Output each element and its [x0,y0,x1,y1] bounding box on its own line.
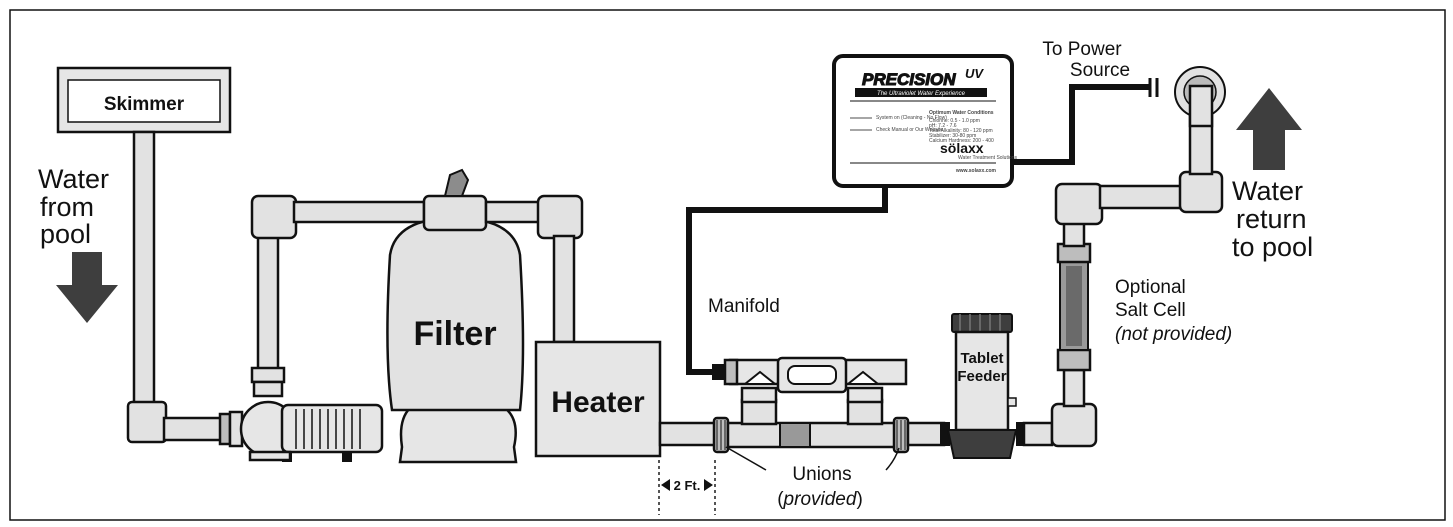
water-from-pool-line-2: from [40,192,94,222]
return-outlet-elbow [1178,170,1224,214]
controller-condition-3: Total Alkalinity: 80 - 120 ppm [929,128,993,134]
controller-brand-suffix: UV [965,66,984,81]
top-right-elbow [536,194,584,240]
controller-condition-1: Chlorine: 0.5 - 1.0 ppm [929,118,980,124]
controller-condition-4: Stabilizer: 30-80 ppm [929,133,976,139]
valve-handle-icon [443,168,470,197]
controller-website: www.solaxx.com [955,168,997,174]
unions-leader-right [885,447,900,471]
heater-outlet-pipe [658,421,718,447]
dimension-arrow-right-icon [704,479,713,491]
tablet-feeder: Tablet Feeder [946,313,1018,459]
filter-tank: Filter [386,216,525,464]
top-pipe-left [292,200,426,224]
controller-maker: sölaxx [940,140,984,156]
controller-cable [686,185,888,375]
controller-tagline: The Ultraviolet Water Experience [877,91,966,97]
top-left-elbow [250,194,298,240]
tablet-feeder-line-1: Tablet [960,350,1003,367]
distance-label: 2 Ft. [674,478,701,493]
water-return-line-1: Water [1232,176,1303,206]
up-arrow-icon [1236,88,1302,170]
return-bottom-elbow [1050,402,1098,448]
skimmer: Skimmer [56,66,232,134]
power-cable [1012,84,1150,165]
filter-valve [422,194,488,232]
skimmer-pipe [132,130,156,406]
water-from-pool-line-1: Water [38,164,109,194]
skimmer-elbow [126,400,168,444]
heater-box [534,340,662,458]
heater-inlet-pipe [552,234,576,344]
manifold-unit [712,356,908,404]
diagram-frame [9,9,1446,521]
salt-cell-note: (not provided) [1115,324,1232,345]
controller-condition-2: pH: 7.2 - 7.6 [929,123,957,129]
unions-label: Unions [792,464,851,485]
unions-note-close: ) [856,489,862,510]
heater-label: Heater [551,386,645,419]
water-return-line-3: to pool [1232,232,1313,262]
skimmer-label: Skimmer [104,94,185,115]
to-power-source-line-2: Source [1070,60,1130,81]
controller-maker-sub: Water Treatment Solutions [958,155,1018,161]
controller-panel-heading: Optimum Water Conditions [929,110,994,116]
water-from-pool-line-3: pool [40,219,91,249]
salt-cell [1056,242,1092,372]
down-arrow-icon [56,252,118,323]
top-pipe-right [484,200,546,224]
pump [239,400,384,462]
return-riser-pipe [1062,368,1086,408]
salt-cell-line-2: Salt Cell [1115,300,1186,321]
return-horizontal-pipe [1098,184,1184,210]
controller-note-1: System on (Cleaning - No Flow) [876,115,947,121]
manifold-pipe [726,421,898,449]
to-power-source-line-1: To Power [1042,39,1122,60]
return-top-elbow [1054,182,1104,226]
water-from-pool-label: Water from pool [38,164,109,249]
unions-note-open: ( [777,489,784,510]
tablet-feeder-line-2: Feeder [957,368,1006,385]
unions-note: (provided) [777,489,863,510]
pump-outlet-pipe [256,230,280,374]
manifold-label: Manifold [708,296,780,317]
unions-note-text: provided [783,489,858,510]
pump-inlet-pipe [162,416,226,442]
controller-note-2: Check Manual or Our Website [876,127,943,133]
unions-leader-left [725,446,767,471]
water-return-line-2: return [1236,204,1307,234]
dimension-arrow-left-icon [661,479,670,491]
filter-label: Filter [413,315,496,353]
controller-brand: PRECISION [862,70,956,89]
controller-condition-5: Calcium Hardness: 200 - 400 [929,138,994,144]
uv-controller: PRECISION UV The Ultraviolet Water Exper… [832,54,1018,188]
salt-cell-line-1: Optional [1115,277,1186,298]
